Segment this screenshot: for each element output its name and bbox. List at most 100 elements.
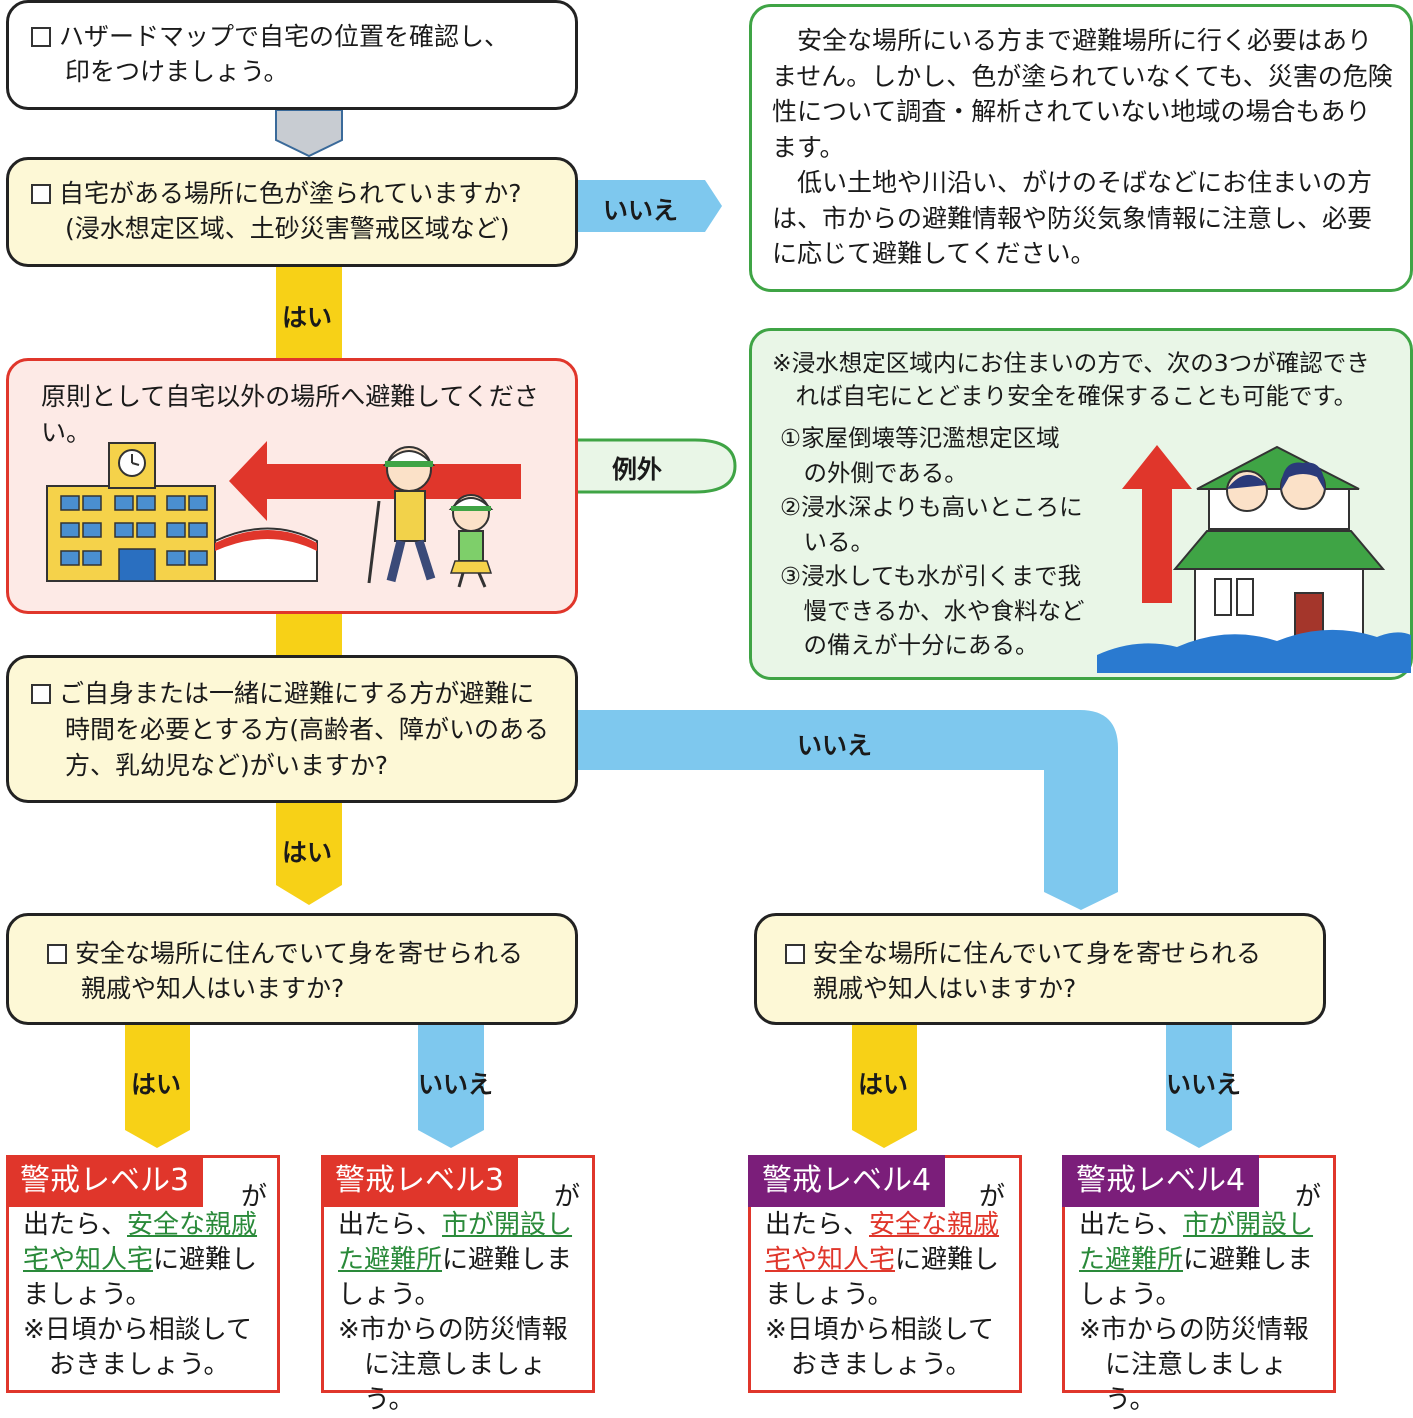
info2-item: いる。 bbox=[780, 527, 874, 556]
checkbox-2[interactable] bbox=[31, 184, 51, 204]
ga-text: が bbox=[1295, 1182, 1322, 1212]
stay-home-illustration bbox=[1097, 445, 1411, 673]
checkbox-4[interactable] bbox=[47, 944, 67, 964]
result-level4-shelter: 警戒レベル4 が 出たら、市が開設し た避難所に避難しま しょう。 ※市からの防… bbox=[1062, 1155, 1336, 1415]
info2-item: ②浸水深よりも高いところに bbox=[780, 493, 1083, 521]
checkbox-3[interactable] bbox=[31, 684, 51, 704]
no-arrow-right bbox=[1166, 1025, 1232, 1148]
result-highlight: 安全な親戚 bbox=[869, 1210, 1000, 1240]
result-line3: しょう。 bbox=[338, 1280, 441, 1310]
q3-left-line2: 親戚や知人はいますか? bbox=[81, 974, 345, 1003]
question-needs-time-box: ご自身または一緒に避難にする方が避難に 時間を必要とする方(高齢者、障がいのある… bbox=[6, 655, 578, 803]
info1-line: ません。しかし、色が塗られていなくても、災害の危険 bbox=[772, 61, 1393, 91]
alert-level-badge: 警戒レベル4 bbox=[1062, 1155, 1260, 1207]
info1-line: に応じて避難してください。 bbox=[772, 239, 1096, 268]
flood-water-icon bbox=[1097, 629, 1411, 673]
question-relatives-left-box: 安全な場所に住んでいて身を寄せられる 親戚や知人はいますか? bbox=[6, 913, 578, 1025]
q2-line1: ご自身または一緒に避難にする方が避難に bbox=[59, 679, 535, 708]
exception-info-box: ※浸水想定区域内にお住まいの方で、次の3つが確認でき れば自宅にとどまり安全を確… bbox=[749, 328, 1413, 680]
result-line3: ましょう。 bbox=[23, 1280, 152, 1310]
hazard-map-check-box: ハザードマップで自宅の位置を確認し、 印をつけましょう。 bbox=[6, 0, 578, 110]
result-post: に避難し bbox=[153, 1245, 258, 1275]
left-no-label: いいえ bbox=[418, 1070, 494, 1099]
q3-right-line2: 親戚や知人はいますか? bbox=[813, 974, 1077, 1003]
no-arrow-left bbox=[418, 1025, 484, 1148]
result-note1: ※市からの防災情報 bbox=[338, 1315, 568, 1345]
info2-item: ③浸水しても水が引くまで我 bbox=[780, 562, 1082, 590]
info1-line: 性について調査・解析されていない地域の場合もあり bbox=[772, 97, 1371, 126]
result-pre: 出たら、 bbox=[23, 1210, 128, 1240]
ga-text: が bbox=[554, 1182, 581, 1212]
exception-label: 例外 bbox=[612, 455, 663, 484]
q3-left-line1: 安全な場所に住んでいて身を寄せられる bbox=[75, 939, 524, 968]
ga-text: が bbox=[979, 1182, 1006, 1212]
result-pre: 出たら、 bbox=[765, 1210, 870, 1240]
result-highlight: 安全な親戚 bbox=[127, 1210, 258, 1240]
result-highlight: 宅や知人宅 bbox=[765, 1245, 896, 1275]
yes-arrow-right bbox=[852, 1025, 917, 1148]
result-note1: ※日頃から相談して bbox=[765, 1315, 995, 1345]
info2-item: の外側である。 bbox=[780, 458, 968, 487]
q1-line2: (浸水想定区域、土砂災害警戒区域など) bbox=[65, 214, 510, 243]
info2-line: れば自宅にとどまり安全を確保することも可能です。 bbox=[772, 382, 1358, 410]
red-evacuate-arrow bbox=[229, 441, 521, 521]
q1-yes-label: はい bbox=[282, 303, 333, 332]
result-note1: ※市からの防災情報 bbox=[1079, 1315, 1309, 1345]
q2-yes-label: はい bbox=[282, 838, 333, 867]
box1-line1: ハザードマップで自宅の位置を確認し、 bbox=[59, 22, 510, 51]
checkbox-5[interactable] bbox=[785, 944, 805, 964]
info1-line: 低い土地や川沿い、がけのそばなどにお住まいの方 bbox=[772, 168, 1373, 197]
info1-line: は、市からの避難情報や防災気象情報に注意し、必要 bbox=[772, 203, 1373, 233]
result-note2: おきましょう。 bbox=[49, 1350, 230, 1380]
info1-line: 安全な場所にいる方まで避難場所に行く必要はあり bbox=[772, 26, 1373, 55]
no-arrow-1 bbox=[575, 180, 722, 232]
q2-no-label: いいえ bbox=[797, 731, 873, 760]
info-box-no-color: 安全な場所にいる方まで避難場所に行く必要はあり ません。しかし、色が塗られていな… bbox=[749, 4, 1413, 292]
result-post: に避難し bbox=[895, 1245, 1000, 1275]
result-note2: おきましょう。 bbox=[791, 1350, 972, 1380]
q1-line1: 自宅がある場所に色が塗られていますか? bbox=[59, 179, 522, 208]
result-note1: ※日頃から相談して bbox=[23, 1315, 253, 1345]
question-relatives-right-box: 安全な場所に住んでいて身を寄せられる 親戚や知人はいますか? bbox=[754, 913, 1326, 1025]
left-yes-label: はい bbox=[131, 1070, 182, 1099]
alert-level-badge: 警戒レベル4 bbox=[748, 1155, 946, 1207]
yes-arrow-left bbox=[125, 1025, 190, 1148]
evac-text: 原則として自宅以外の場所へ避難してください。 bbox=[41, 382, 539, 447]
info2-item: の備えが十分にある。 bbox=[780, 631, 1039, 659]
right-yes-label: はい bbox=[858, 1070, 909, 1099]
result-pre: 出たら、 bbox=[1079, 1210, 1184, 1240]
question-colored-area-box: 自宅がある場所に色が塗られていますか? (浸水想定区域、土砂災害警戒区域など) bbox=[6, 157, 578, 267]
result-post: に避難しま bbox=[1183, 1245, 1314, 1275]
q1-no-label: いいえ bbox=[603, 196, 679, 225]
q2-line3: 方、乳幼児など)がいますか? bbox=[65, 751, 389, 780]
q3-right-line1: 安全な場所に住んでいて身を寄せられる bbox=[813, 939, 1262, 968]
evacuation-illustration bbox=[46, 441, 521, 588]
info1-line: ます。 bbox=[772, 132, 845, 162]
result-note2: に注意しましょう。 bbox=[1105, 1350, 1288, 1415]
info2-line: ※浸水想定区域内にお住まいの方で、次の3つが確認でき bbox=[772, 349, 1370, 377]
result-post: に避難しま bbox=[442, 1245, 573, 1275]
result-highlight: 市が開設し bbox=[1183, 1210, 1314, 1240]
result-highlight: た避難所 bbox=[338, 1245, 443, 1275]
result-level3-relatives: 警戒レベル3 が 出たら、安全な親戚 宅や知人宅に避難し ましょう。 ※日頃から… bbox=[6, 1155, 280, 1393]
result-level3-shelter: 警戒レベル3 が 出たら、市が開設し た避難所に避難しま しょう。 ※市からの防… bbox=[321, 1155, 595, 1415]
result-highlight: た避難所 bbox=[1079, 1245, 1184, 1275]
checkbox-1[interactable] bbox=[31, 27, 51, 47]
result-highlight: 市が開設し bbox=[442, 1210, 573, 1240]
result-note2: に注意しましょう。 bbox=[364, 1350, 547, 1415]
q2-line2: 時間を必要とする方(高齢者、障がいのある bbox=[65, 715, 550, 744]
info2-item: 慢できるか、水や食料など bbox=[780, 596, 1085, 625]
yes-bar-2 bbox=[276, 612, 342, 657]
evacuate-elsewhere-box: 原則として自宅以外の場所へ避難してください。 bbox=[6, 358, 578, 614]
result-level4-relatives: 警戒レベル4 が 出たら、安全な親戚 宅や知人宅に避難し ましょう。 ※日頃から… bbox=[748, 1155, 1022, 1393]
right-no-label: いいえ bbox=[1166, 1070, 1242, 1099]
result-line3: ましょう。 bbox=[765, 1280, 894, 1310]
grey-connector-arrow bbox=[275, 109, 343, 158]
yes-arrow-3 bbox=[276, 802, 342, 905]
evacuating-people-icon bbox=[367, 446, 494, 588]
red-up-arrow bbox=[1122, 445, 1192, 603]
no-arrow-2 bbox=[575, 710, 1118, 910]
alert-level-badge: 警戒レベル3 bbox=[6, 1155, 204, 1207]
box1-line2: 印をつけましょう。 bbox=[65, 57, 289, 86]
